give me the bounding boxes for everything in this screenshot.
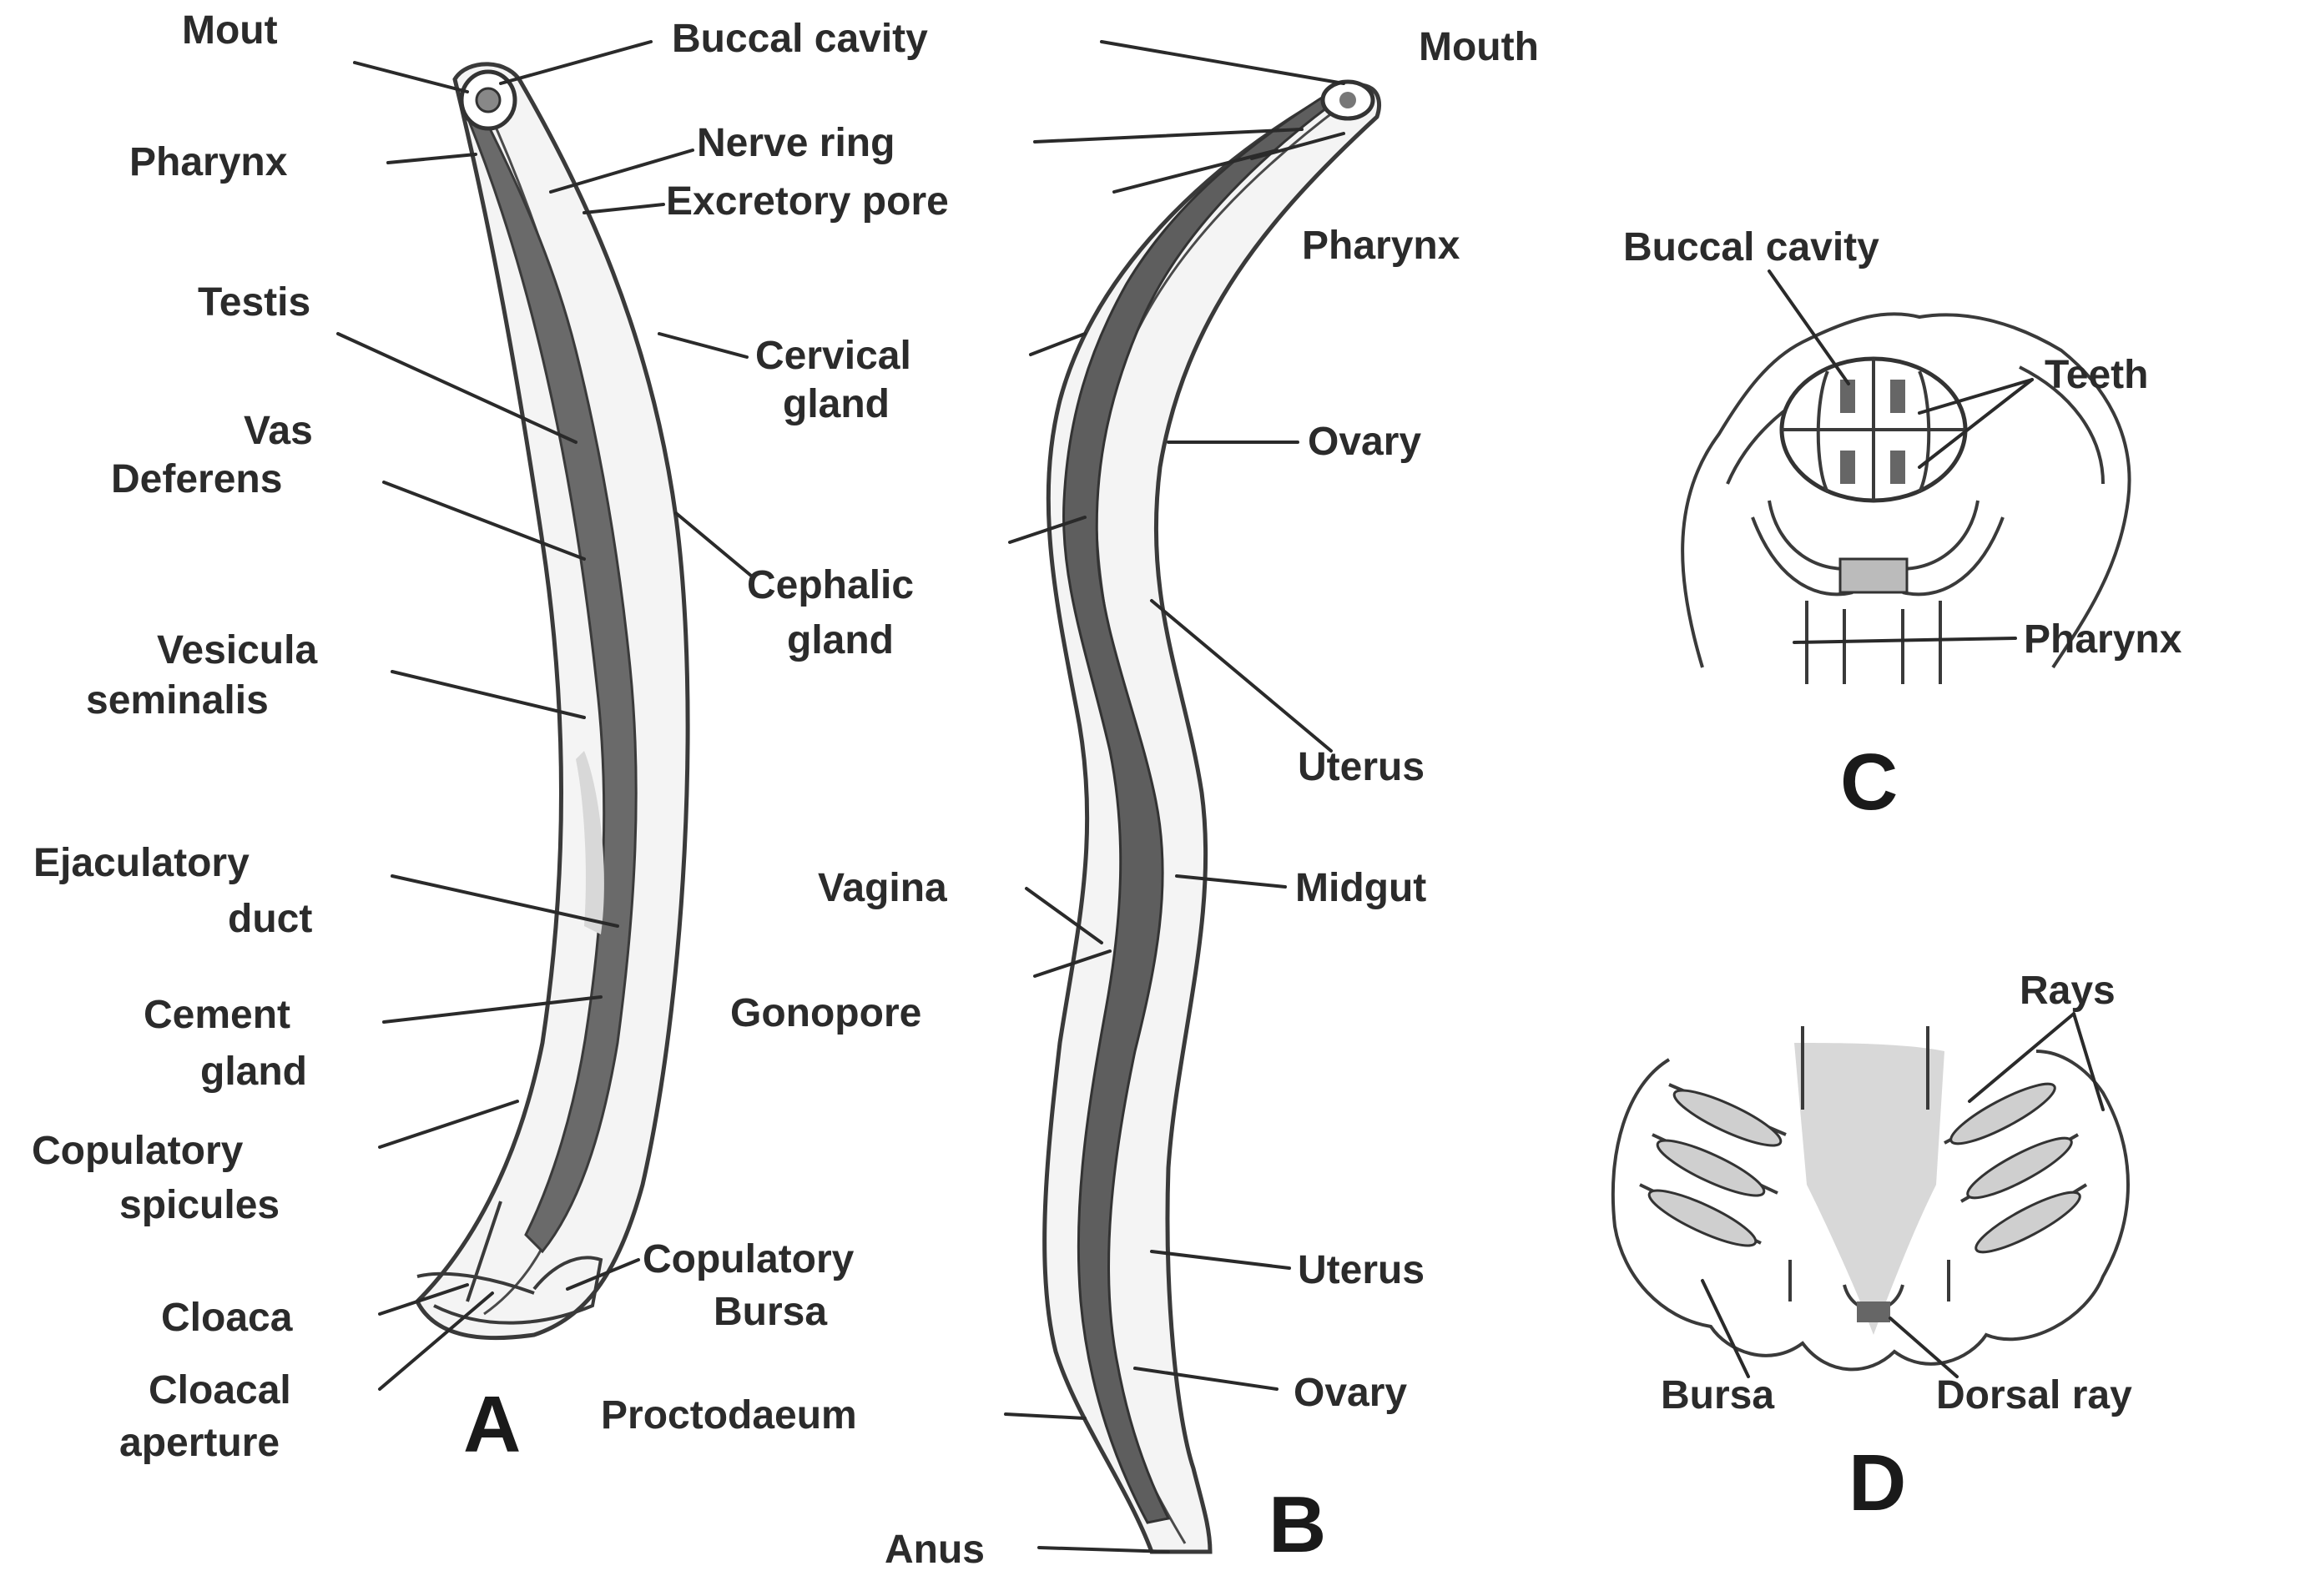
label-proctodaeum: Proctodaeum: [601, 1393, 857, 1437]
label-buccal-cavity-c: Buccal cavity: [1623, 225, 1879, 269]
label-vesicula-1: Vesicula: [157, 628, 317, 672]
label-excretory-pore: Excretory pore: [666, 179, 949, 224]
label-ovary-top: Ovary: [1308, 420, 1421, 464]
label-cloaca: Cloaca: [161, 1296, 293, 1340]
figure-letter-b: B: [1268, 1480, 1326, 1569]
figure-letters: A B C D: [463, 738, 1906, 1569]
label-vas-deferens-2: Deferens: [111, 457, 282, 501]
label-cephalic-gland-1: Cephalic: [747, 563, 914, 607]
label-uterus-bottom: Uterus: [1298, 1248, 1425, 1292]
label-cement-2: gland: [200, 1050, 307, 1094]
figure-letter-c: C: [1840, 738, 1898, 827]
label-teeth: Teeth: [2045, 353, 2148, 397]
label-dorsal-ray: Dorsal ray: [1936, 1373, 2132, 1417]
label-ejaculatory-1: Ejaculatory: [33, 841, 250, 885]
leader-lines: [336, 40, 2105, 1553]
label-nerve-ring: Nerve ring: [697, 121, 895, 165]
label-ejaculatory-2: duct: [228, 897, 312, 941]
labels: Mout Buccal cavity Mouth Pharynx Nerve r…: [32, 8, 2182, 1572]
label-buccal-cavity: Buccal cavity: [672, 17, 928, 61]
label-pharynx-b: Pharynx: [1302, 224, 1460, 268]
label-anus: Anus: [885, 1528, 985, 1572]
label-cervical-gland-1: Cervical: [755, 334, 911, 378]
male-worm-drawing: [414, 62, 690, 1341]
female-worm-drawing: [1042, 79, 1382, 1554]
figure-letter-d: D: [1848, 1438, 1906, 1528]
label-cephalic-gland-2: gland: [787, 618, 894, 662]
label-mouth: Mouth: [1419, 25, 1539, 69]
label-cement-1: Cement: [144, 993, 290, 1037]
label-testis: Testis: [198, 280, 310, 325]
label-copulatory-bursa-2: Bursa: [714, 1290, 827, 1334]
label-ovary-bottom: Ovary: [1294, 1371, 1407, 1415]
label-vas-deferens-1: Vas: [244, 409, 313, 453]
label-vesicula-2: seminalis: [86, 678, 269, 722]
label-bursa: Bursa: [1661, 1373, 1774, 1417]
bursa-detail-drawing: [1611, 1026, 2130, 1372]
label-copulatory-spicules-1: Copulatory: [32, 1129, 244, 1173]
label-copulatory-spicules-2: spicules: [119, 1183, 280, 1227]
figure-letter-a: A: [463, 1380, 521, 1469]
label-gonopore: Gonopore: [730, 991, 921, 1035]
label-cloacal-aperture-1: Cloacal: [149, 1368, 291, 1412]
label-pharynx-a: Pharynx: [129, 140, 288, 184]
label-uterus-top: Uterus: [1298, 745, 1425, 789]
label-mout: Mout: [182, 8, 278, 53]
label-cervical-gland-2: gland: [783, 382, 890, 426]
label-vagina: Vagina: [818, 866, 947, 910]
label-pharynx-c: Pharynx: [2024, 617, 2182, 662]
label-midgut: Midgut: [1295, 866, 1426, 910]
label-rays: Rays: [2020, 969, 2116, 1013]
label-copulatory-bursa-1: Copulatory: [643, 1237, 855, 1281]
label-cloacal-aperture-2: aperture: [119, 1421, 280, 1465]
